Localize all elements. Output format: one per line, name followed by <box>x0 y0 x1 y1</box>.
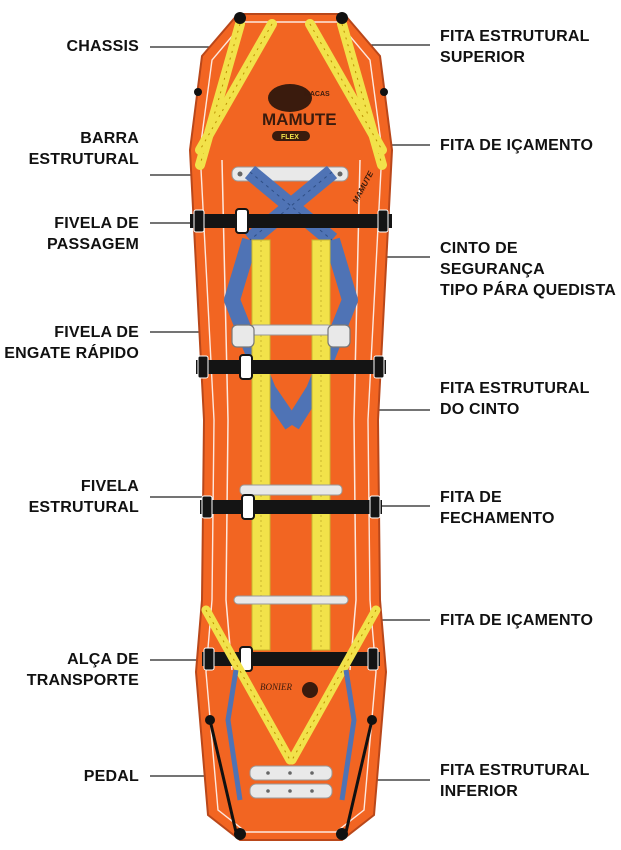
logo-model: FLEX <box>281 134 299 141</box>
fivela-passagem <box>235 208 255 672</box>
fita-estrutural-cinto <box>251 239 331 651</box>
logo-prefix: MACAS <box>304 91 330 98</box>
chassis-inner-outline <box>199 21 383 833</box>
maker-flower-icon <box>302 682 318 698</box>
label-alca-transporte: ALÇA DE TRANSPORTE <box>26 651 139 689</box>
label-fita-fechamento: FITA DE FECHAMENTO <box>440 489 555 527</box>
label-fivela-estrutural: FIVELA ESTRUTURAL <box>28 478 139 516</box>
logo-brand: MAMUTE <box>262 110 337 129</box>
label-fivela-engate-rapido: FIVELA DE ENGATE RÁPIDO <box>4 324 139 362</box>
label-chassis: CHASSIS <box>66 38 139 55</box>
label-pedal: PEDAL <box>83 768 139 785</box>
corner-rivets-bottom <box>205 715 377 840</box>
fivela-engate-rapido <box>231 324 351 348</box>
label-fita-icamento-top: FITA DE IÇAMENTO <box>440 137 594 154</box>
fita-estrutural-superior <box>195 19 387 170</box>
pedal <box>249 765 333 799</box>
flex-badge <box>272 131 310 141</box>
label-fita-icamento-bottom: FITA DE IÇAMENTO <box>440 612 594 629</box>
fita-estrutural-inferior <box>225 669 357 801</box>
label-fita-estrutural-inferior: FITA ESTRUTURAL INFERIOR <box>440 762 590 800</box>
maker-logo: BONIER <box>260 682 292 692</box>
label-fivela-passagem: FIVELA DE PASSAGEM <box>47 215 139 253</box>
strap-side-clips <box>193 209 389 671</box>
label-barra-estrutural: BARRA ESTRUTURAL <box>28 130 139 168</box>
fita-icamento-inferior <box>201 605 381 765</box>
corner-rivets-top <box>194 12 388 96</box>
mammoth-icon <box>268 84 312 112</box>
label-fita-estrutural-cinto: FITA ESTRUTURAL DO CINTO <box>440 380 590 418</box>
label-fita-estrutural-superior: FITA ESTRUTURAL SUPERIOR <box>440 28 590 66</box>
label-cinto-seguranca: CINTO DE SEGURANÇA TIPO PÁRA QUEDISTA <box>440 240 617 299</box>
